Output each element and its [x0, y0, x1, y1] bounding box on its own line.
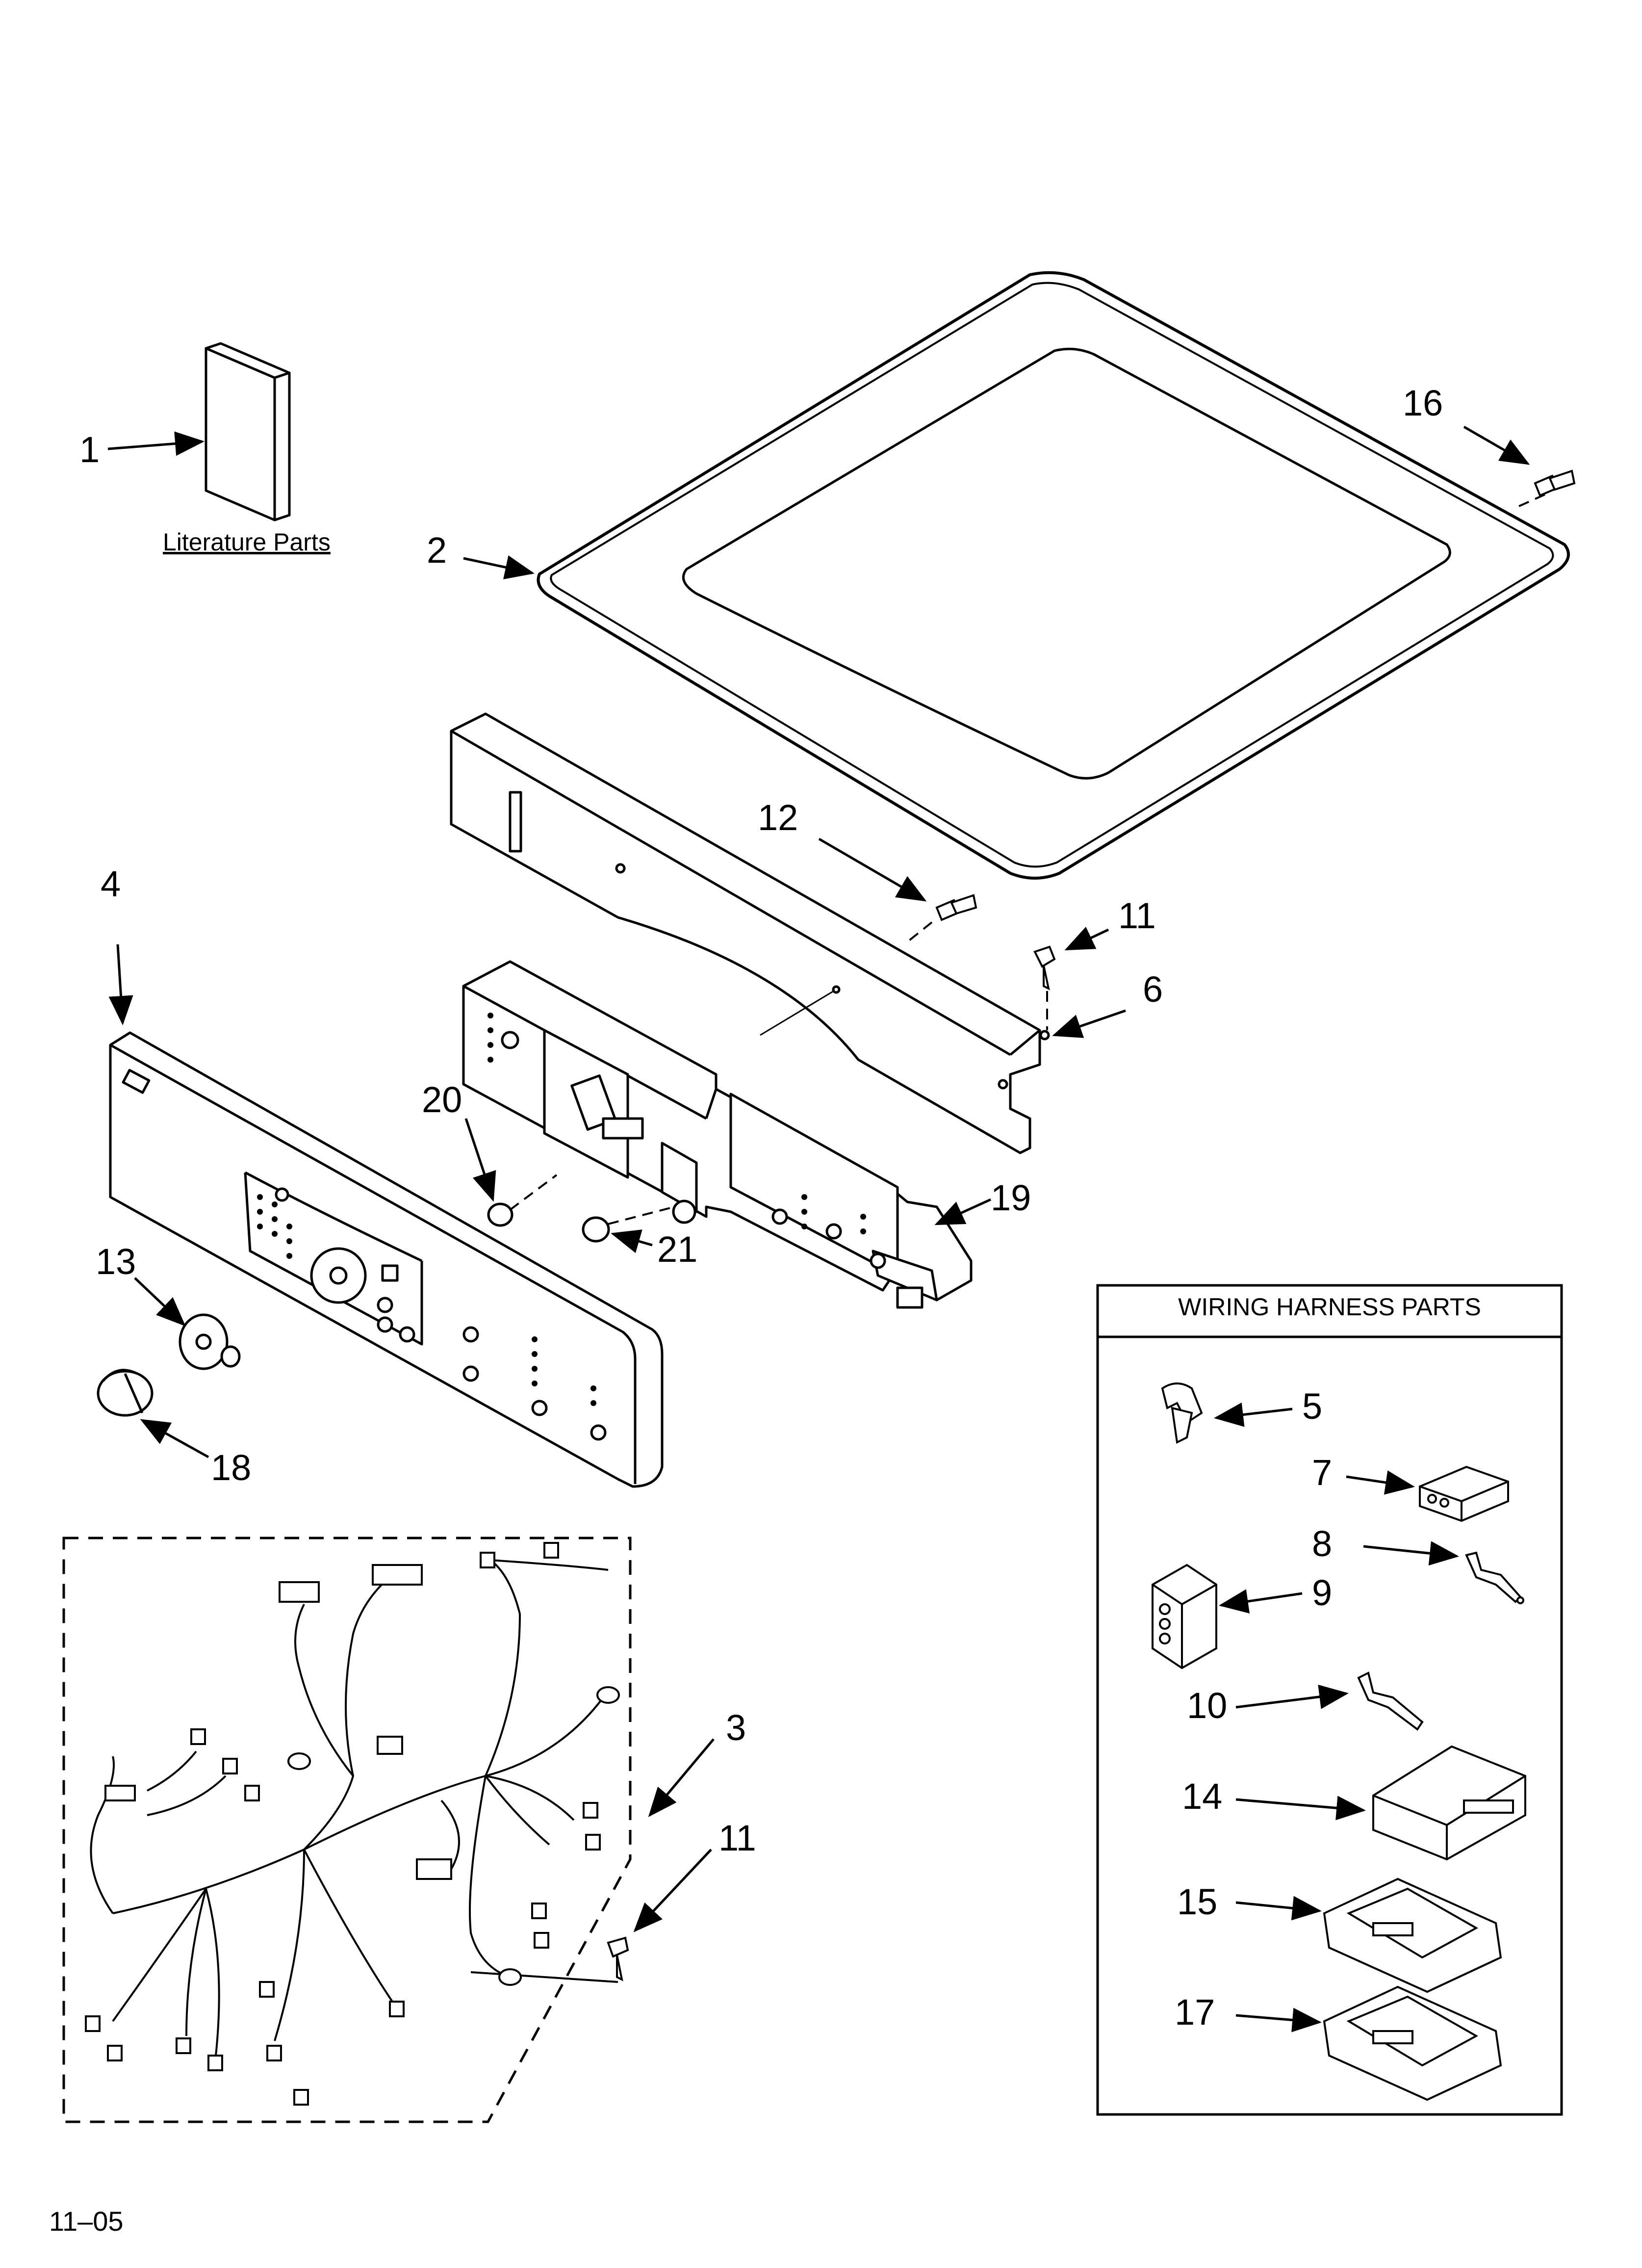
callout-4: 4 — [101, 863, 121, 904]
leader-lines — [107, 425, 1530, 2033]
literature-book — [205, 342, 291, 521]
callout-6: 6 — [1143, 969, 1163, 1010]
clip-5 — [1161, 1382, 1203, 1444]
terminal-10 — [1357, 1671, 1424, 1731]
literature-parts-label: Literature Parts — [163, 528, 331, 556]
control-module — [462, 960, 973, 1309]
connector-block-14 — [1372, 1745, 1526, 1861]
callout-2: 2 — [427, 530, 447, 571]
console-bracket — [450, 712, 1050, 1154]
housing-15 — [1323, 1877, 1502, 1993]
wiring-harness-parts-title: WIRING HARNESS PARTS — [1178, 1293, 1481, 1321]
screw-16 — [1534, 469, 1576, 497]
callout-1: 1 — [79, 429, 100, 470]
screw-12 — [935, 894, 977, 921]
knob-base — [179, 1313, 241, 1370]
wiring-harness — [62, 1537, 632, 2123]
wiring-harness-parts-box — [1096, 1284, 1563, 2116]
callout-15: 15 — [1177, 1881, 1218, 1922]
housing-17 — [1323, 1985, 1502, 2101]
screw-11-lower — [607, 1936, 629, 1981]
callout-5: 5 — [1302, 1386, 1323, 1427]
button-21 — [582, 1216, 610, 1243]
callout-20: 20 — [422, 1079, 462, 1120]
top-panel — [537, 271, 1570, 880]
callout-14: 14 — [1182, 1776, 1223, 1817]
callout-8: 8 — [1312, 1523, 1333, 1564]
terminal-8 — [1465, 1551, 1524, 1604]
connector-7 — [1419, 1465, 1509, 1522]
screw-11-upper — [1033, 945, 1056, 991]
button-20 — [487, 1202, 513, 1227]
callout-17: 17 — [1175, 1992, 1215, 2033]
callout-13: 13 — [96, 1241, 136, 1282]
callout-12: 12 — [758, 797, 798, 838]
callout-11-upper: 11 — [1118, 895, 1156, 936]
callout-21: 21 — [657, 1229, 698, 1270]
callout-16: 16 — [1403, 383, 1443, 423]
footer-code: 11–05 — [49, 2206, 124, 2237]
callout-18: 18 — [211, 1447, 252, 1488]
callout-7: 7 — [1312, 1452, 1333, 1493]
callout-9: 9 — [1312, 1572, 1333, 1613]
callout-10: 10 — [1187, 1685, 1228, 1726]
connector-9 — [1152, 1564, 1217, 1669]
callout-11-lower: 11 — [718, 1818, 756, 1858]
callout-19: 19 — [991, 1177, 1031, 1218]
callout-3: 3 — [726, 1707, 746, 1748]
console-panel — [109, 1031, 664, 1488]
knob — [97, 1369, 154, 1417]
